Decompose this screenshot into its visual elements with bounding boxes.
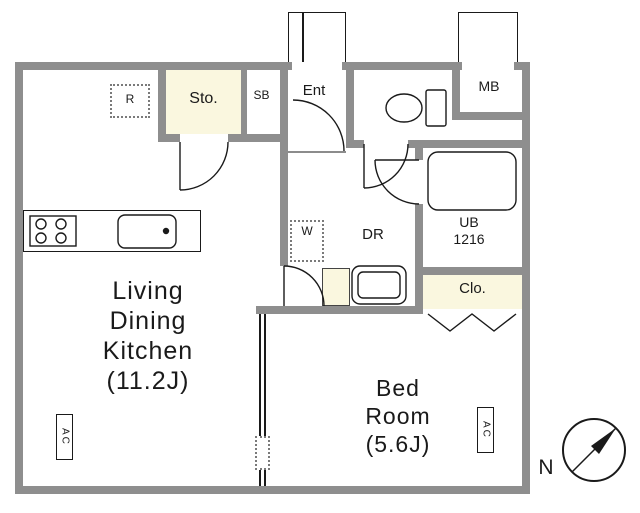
toilet-bowl-icon — [385, 93, 423, 123]
ldk-label-line1: Living — [112, 277, 184, 305]
refrigerator-space-label: R — [125, 92, 135, 106]
compass — [562, 418, 626, 482]
entrance-exterior-door — [288, 12, 346, 64]
entrance-door-arc — [292, 99, 345, 152]
entrance-opening — [292, 62, 342, 70]
wall-storage-bottom-b — [228, 134, 288, 142]
ac-unit-left: AC — [56, 414, 73, 460]
wall-bath-bottom — [415, 267, 530, 275]
hall-cabinet — [322, 268, 350, 306]
wall-entrance-toilet — [346, 62, 354, 148]
ldk-label-line2: Dining — [109, 307, 187, 335]
stove-burner-icon — [55, 232, 67, 244]
compass-circle — [562, 418, 626, 482]
stove-icon — [29, 215, 77, 247]
dressing-room-label: DR — [362, 226, 384, 243]
shoe-box-label: SB — [253, 88, 270, 102]
wall-right — [522, 62, 530, 494]
toilet-door-arc — [363, 143, 409, 189]
stove-burner-icon — [55, 218, 67, 230]
sliding-partition — [259, 314, 266, 486]
wall-left — [15, 62, 23, 494]
refrigerator-space-box — [110, 84, 150, 118]
entrance-label: Ent — [302, 82, 326, 99]
closet-folding-doors — [427, 313, 517, 332]
ac-unit-right: AC — [477, 407, 494, 453]
wall-storage-bottom-a — [158, 134, 180, 142]
wall-hall-west — [280, 62, 288, 266]
bed-room-label: Bed Room (5.6J) — [310, 374, 486, 458]
washer-space-box — [290, 220, 324, 262]
unit-bath-label-line1: UB — [459, 214, 479, 230]
sink-drain-icon — [162, 227, 170, 235]
pillar-dotted-box — [255, 436, 270, 470]
sink-icon — [117, 214, 177, 249]
storage-label: Sto. — [189, 90, 218, 107]
compass-north-label: N — [538, 456, 554, 479]
stove-burner-icon — [35, 232, 47, 244]
wall-closet-left — [415, 275, 423, 313]
meterbox-opening — [462, 62, 514, 70]
kitchen-counter — [23, 210, 201, 252]
wall-bottom — [15, 486, 530, 494]
ldk-label-area: (11.2J) — [106, 367, 190, 395]
wall-meterbox-left — [452, 62, 460, 120]
washbasin-inner-icon — [357, 271, 401, 299]
closet-area — [423, 275, 522, 309]
washer-space-label: W — [301, 224, 313, 238]
wall-bedroom-north — [256, 306, 423, 314]
toilet-tank-icon — [425, 89, 447, 127]
wall-toilet-bottom-a — [346, 140, 364, 148]
ldk-label-line3: Kitchen — [102, 337, 194, 365]
bedroom-label-line1: Bed — [376, 375, 420, 401]
bathtub-icon — [427, 151, 517, 211]
wall-storage-left — [158, 62, 166, 142]
compass-needle-arrow-icon — [591, 428, 616, 454]
unit-bath-label: UB 1216 — [423, 214, 515, 248]
entrance-door-leaf-divider — [302, 13, 304, 63]
unit-bath-label-line2: 1216 — [453, 231, 485, 247]
bedroom-label-area: (5.6J) — [365, 431, 431, 457]
ac-right-label: AC — [480, 421, 492, 439]
storage-room-area — [166, 70, 241, 134]
wall-top — [15, 62, 530, 70]
bedroom-label-line2: Room — [365, 403, 431, 429]
wall-bath-left-b — [415, 204, 423, 275]
storage-door-arc — [179, 141, 229, 191]
bath-door-arc — [374, 159, 420, 205]
wall-storage-shoebox — [241, 62, 247, 134]
living-dining-kitchen-label: Living Dining Kitchen (11.2J) — [48, 276, 248, 396]
wall-toilet-bottom-b — [408, 140, 530, 148]
washbasin-icon — [351, 265, 407, 305]
wall-meterbox-bottom — [452, 112, 530, 120]
stove-burner-icon — [35, 218, 47, 230]
hall-door-arc — [283, 265, 325, 307]
meter-box-label: MB — [478, 78, 500, 94]
closet-label: Clo. — [459, 280, 486, 297]
ac-left-label: AC — [59, 428, 71, 446]
wall-bath-left-a — [415, 140, 423, 160]
